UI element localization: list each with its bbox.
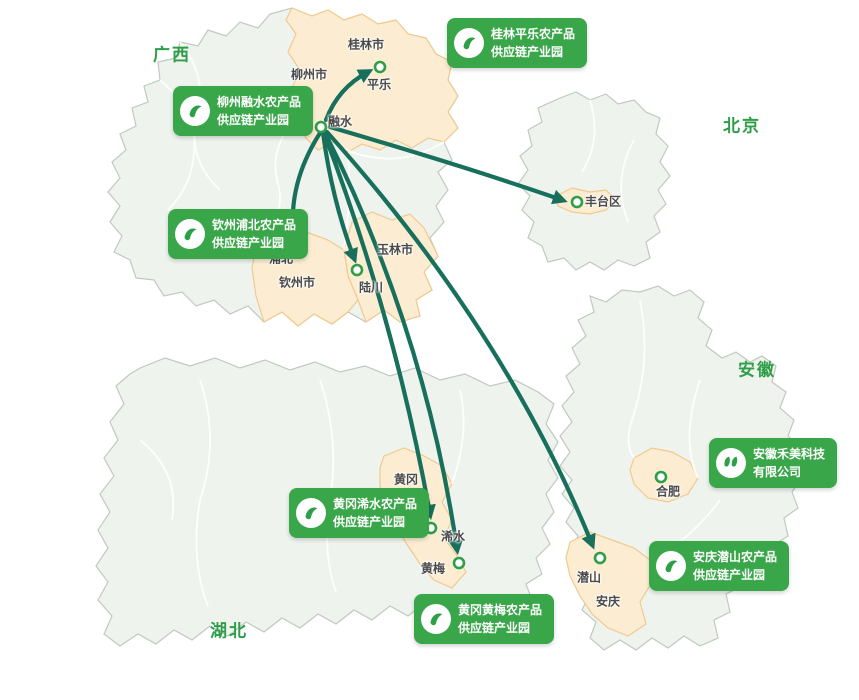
callout-huanggang-huangmei: 黄冈黄梅农产品 供应链产业园 bbox=[414, 594, 555, 644]
arrow-rongshui-to-qianshan bbox=[324, 129, 596, 550]
callout-line: 黄冈黄梅农产品 bbox=[458, 603, 543, 617]
callout-line: 柳州融水农产品 bbox=[217, 95, 302, 109]
callout-anqing-qianshan: 安庆潜山农产品 供应链产业园 bbox=[649, 541, 790, 591]
leaf-logo-icon bbox=[656, 551, 686, 581]
callout-line: 黄冈浠水农产品 bbox=[333, 497, 418, 511]
callout-line: 有限公司 bbox=[753, 465, 802, 479]
callout-line: 安庆潜山农产品 bbox=[693, 550, 778, 564]
marker-pingle bbox=[373, 60, 387, 74]
callout-qinzhou-pubei: 钦州浦北农产品 供应链产业园 bbox=[168, 209, 309, 259]
city-label-rongshui: 融水 bbox=[327, 114, 353, 129]
callout-line: 桂林平乐农产品 bbox=[491, 27, 576, 41]
city-label-hefei: 合肥 bbox=[655, 484, 681, 499]
province-label-anhui: 安徽 bbox=[738, 360, 776, 380]
city-label-pingle: 平乐 bbox=[366, 77, 392, 92]
arrow-rongshui-to-pingle bbox=[323, 69, 374, 123]
city-label-qianshan: 潜山 bbox=[576, 570, 602, 585]
callout-line: 钦州浦北农产品 bbox=[212, 218, 297, 232]
callout-line: 安徽禾美科技 bbox=[753, 447, 826, 461]
flow-arrows bbox=[285, 69, 596, 555]
callout-huanggang-xishui: 黄冈浠水农产品 供应链产业园 bbox=[289, 488, 430, 538]
leaf-logo-icon bbox=[296, 498, 326, 528]
arrow-rongshui-to-huangmei bbox=[322, 130, 464, 555]
callout-liuzhou-rongshui: 柳州融水农产品 供应链产业园 bbox=[173, 86, 314, 136]
city-label-huangmei: 黄梅 bbox=[420, 561, 446, 576]
callout-line: 供应链产业园 bbox=[333, 515, 406, 529]
marker-hefei bbox=[654, 470, 668, 484]
callout-line: 供应链产业园 bbox=[693, 568, 766, 582]
arrow-rongshui-to-xishui bbox=[321, 130, 436, 520]
marker-huangmei bbox=[452, 556, 466, 570]
marker-rongshui bbox=[314, 120, 328, 134]
arrow-rongshui-to-fengtai bbox=[327, 124, 568, 205]
hemei-logo-icon bbox=[716, 448, 746, 478]
callout-anhui-hemei: 安徽禾美科技 有限公司 bbox=[709, 438, 838, 488]
city-label-luchuan: 陆川 bbox=[358, 280, 384, 295]
city-label-fengtai: 丰台区 bbox=[584, 194, 622, 209]
leaf-logo-icon bbox=[180, 96, 210, 126]
callout-guilin-pingle: 桂林平乐农产品 供应链产业园 bbox=[447, 18, 588, 68]
callout-line: 供应链产业园 bbox=[491, 45, 564, 59]
leaf-logo-icon bbox=[175, 219, 205, 249]
leaf-logo-icon bbox=[421, 604, 451, 634]
province-label-beijing: 北京 bbox=[723, 116, 761, 136]
callout-line: 供应链产业园 bbox=[217, 113, 290, 127]
leaf-logo-icon bbox=[454, 28, 484, 58]
city-label-yulin: 玉林市 bbox=[376, 242, 414, 257]
province-label-guangxi: 广西 bbox=[153, 45, 191, 65]
city-label-liuzhou: 柳州市 bbox=[290, 67, 328, 82]
highlight-anqing-region bbox=[565, 531, 653, 637]
marker-qianshan bbox=[593, 551, 607, 565]
city-label-anqing: 安庆 bbox=[595, 594, 621, 609]
province-label-hubei: 湖北 bbox=[210, 621, 248, 641]
marker-luchuan bbox=[350, 263, 364, 277]
marker-fengtai bbox=[570, 195, 584, 209]
city-label-guilin: 桂林市 bbox=[347, 37, 385, 52]
highlight-fengtai-region bbox=[555, 187, 617, 215]
callout-line: 供应链产业园 bbox=[458, 621, 531, 635]
callout-line: 供应链产业园 bbox=[212, 236, 285, 250]
city-label-qinzhou: 钦州市 bbox=[278, 275, 316, 290]
city-label-huanggang: 黄冈 bbox=[393, 472, 419, 487]
city-label-xishui: 浠水 bbox=[440, 529, 466, 544]
arrow-rongshui-to-luchuan bbox=[320, 130, 358, 264]
beijing-province-shape bbox=[517, 91, 671, 271]
